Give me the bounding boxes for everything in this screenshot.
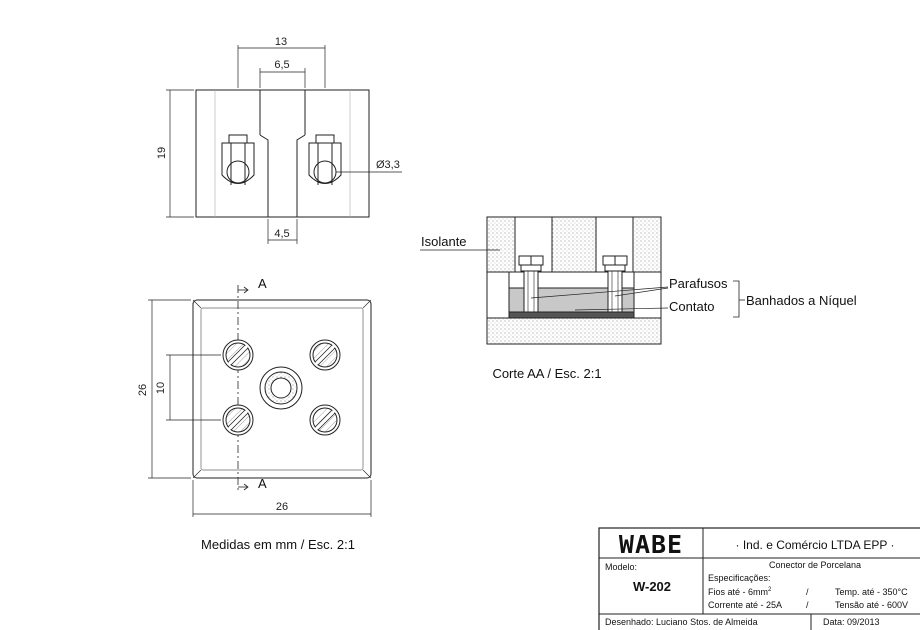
- label-insulator: Isolante: [421, 234, 467, 249]
- dim-width-inner: 6,5: [274, 59, 289, 71]
- dim-front-height: 26: [137, 384, 149, 396]
- top-view: [166, 45, 402, 244]
- model-label: Modelo:: [605, 562, 637, 572]
- screw-bottom-left: [222, 404, 254, 436]
- spec-wires: Fios até - 6mm2: [708, 587, 772, 597]
- title-block: [598, 527, 920, 630]
- spec-separator-1: /: [806, 587, 809, 597]
- dim-front-pitch: 10: [155, 382, 167, 394]
- dim-width-outer: 13: [275, 36, 287, 48]
- spec-header: Especificações:: [708, 573, 771, 583]
- spec-voltage: Tensão até - 600V: [835, 600, 908, 610]
- drawn-by: Desenhado: Luciano Stos. de Almeida: [605, 617, 758, 627]
- section-mark-top: A: [258, 276, 267, 291]
- dim-top-height: 19: [156, 147, 168, 159]
- product-name: Conector de Porcelana: [769, 560, 861, 570]
- spec-temperature: Temp. até - 350°C: [835, 587, 908, 597]
- label-screws: Parafusos: [669, 276, 728, 291]
- section-view: [420, 216, 745, 345]
- screw-bottom-right: [309, 404, 341, 436]
- company-name: · Ind. e Comércio LTDA EPP ·: [736, 538, 895, 552]
- mounting-hole: [259, 366, 303, 410]
- section-caption: Corte AA / Esc. 2:1: [492, 366, 601, 381]
- screw-top-left: [222, 339, 254, 371]
- dim-slot-width: 4,5: [274, 228, 289, 240]
- company-logo: WABE: [619, 530, 683, 559]
- front-view: [148, 285, 372, 517]
- front-view-caption: Medidas em mm / Esc. 2:1: [201, 537, 355, 552]
- screw-top-right: [309, 339, 341, 371]
- drawing-date: Data: 09/2013: [823, 617, 880, 627]
- label-contact: Contato: [669, 299, 715, 314]
- label-plated: Banhados a Níquel: [746, 293, 857, 308]
- dim-front-width: 26: [276, 501, 288, 513]
- section-mark-bottom: A: [258, 476, 267, 491]
- model-value: W-202: [633, 579, 671, 594]
- spec-current: Corrente até - 25A: [708, 600, 782, 610]
- spec-separator-2: /: [806, 600, 809, 610]
- dim-hole-diameter: Ø3,3: [376, 159, 400, 171]
